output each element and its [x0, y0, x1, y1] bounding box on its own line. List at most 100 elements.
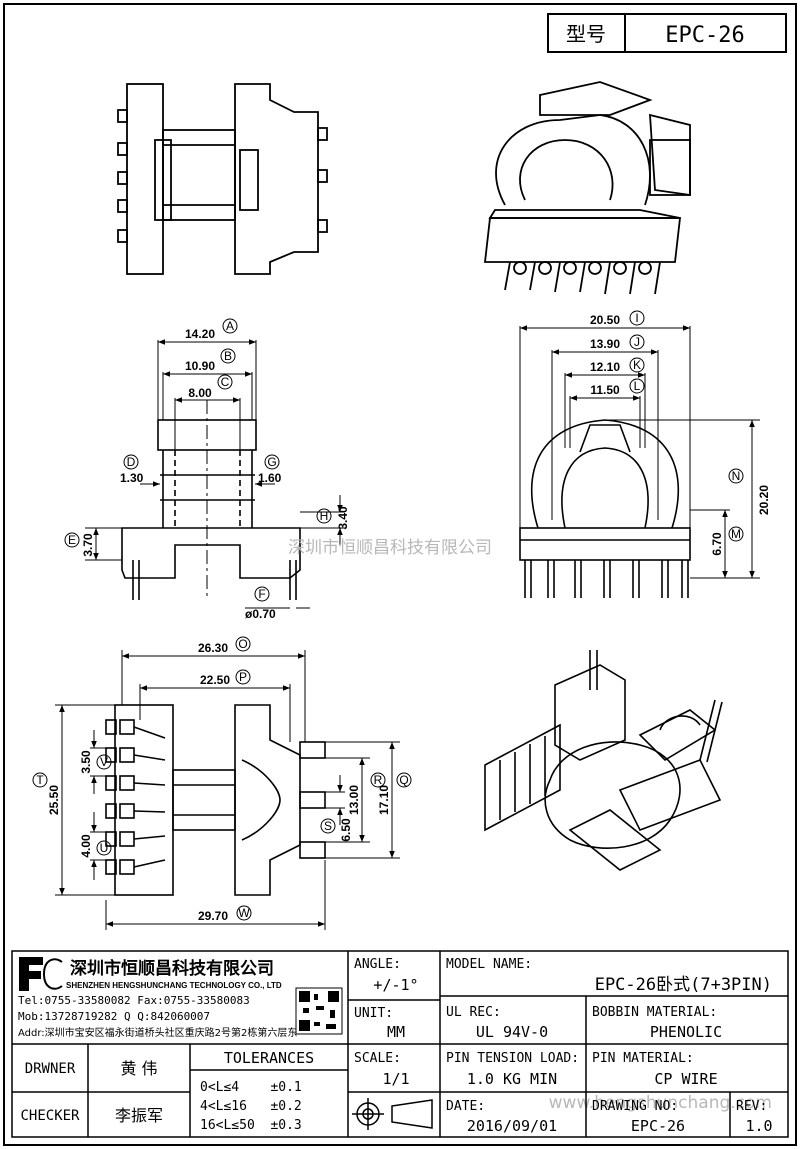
- dim-W: 29.70: [198, 909, 228, 923]
- dim-A: 14.20: [185, 327, 215, 341]
- dim-K: 12.10: [590, 360, 620, 374]
- dim-D: 1.30: [120, 471, 144, 485]
- letter-Q: Q: [399, 773, 408, 787]
- letter-T: T: [36, 773, 44, 787]
- dim-C: 8.00: [188, 386, 212, 400]
- unit-label: UNIT:: [354, 1006, 393, 1021]
- side-view: [117, 83, 328, 275]
- letter-J: J: [634, 335, 640, 349]
- letter-F: F: [258, 587, 265, 601]
- unit-value: MM: [387, 1023, 405, 1041]
- drawer-label: DRWNER: [25, 1061, 76, 1077]
- tolerance-row-2: 4<L≤16 ±0.2: [200, 1099, 302, 1114]
- angle-value: +/-1°: [373, 976, 418, 994]
- ul-label: UL REC:: [446, 1005, 501, 1020]
- angle-label: ANGLE:: [354, 957, 401, 972]
- sheet-border: [3, 3, 797, 1146]
- dim-I: 20.50: [590, 313, 620, 327]
- letter-L: L: [634, 379, 641, 393]
- dim-U: 4.00: [79, 834, 93, 858]
- end-view-pins: [524, 560, 689, 598]
- dim-B: 10.90: [185, 359, 215, 373]
- plan-left-pins: [105, 719, 135, 875]
- dim-E: 3.70: [81, 533, 95, 557]
- watermark-company: 深圳市恒顺昌科技有限公司: [288, 538, 492, 558]
- letter-D: D: [127, 455, 136, 469]
- ul-value: UL 94V-0: [476, 1023, 548, 1041]
- letter-S: S: [324, 819, 332, 833]
- company-logo: [19, 957, 63, 991]
- date-label: DATE:: [446, 1099, 485, 1114]
- letter-A: A: [226, 319, 234, 333]
- isometric-view-top: [483, 81, 691, 295]
- front-view: [121, 400, 301, 600]
- dim-N: 20.20: [757, 485, 771, 515]
- dim-S: 6.50: [339, 818, 353, 842]
- dim-F: ø0.70: [245, 607, 276, 621]
- dimension-labels: 14.20 10.90 8.00 1.30 1.60 3.40 3.70 ø0.…: [47, 313, 771, 923]
- letter-M: M: [731, 527, 741, 541]
- tension-value: 1.0 KG MIN: [467, 1070, 557, 1088]
- tolerance-row-1: 0<L≤4 ±0.1: [200, 1080, 302, 1095]
- date-value: 2016/09/01: [467, 1117, 557, 1135]
- drawing-no-label: DRAWING NO:: [592, 1099, 678, 1114]
- letter-E: E: [68, 533, 76, 547]
- pin-label: PIN MATERIAL:: [592, 1051, 694, 1066]
- letter-G: G: [267, 455, 276, 469]
- scale-label: SCALE:: [354, 1051, 401, 1066]
- rev-value: 1.0: [745, 1117, 772, 1135]
- reference-letters: A B C D G H E F I J K L N M O P V T U W …: [32, 310, 744, 921]
- company-mob: Mob:13728719282 Q Q:842060007: [18, 1010, 210, 1023]
- dim-O: 26.30: [198, 641, 228, 655]
- letter-N: N: [732, 469, 741, 483]
- dimension-lines: [55, 325, 760, 930]
- plan-view: [105, 704, 326, 896]
- type-label: 型号: [566, 22, 606, 46]
- letter-R: R: [374, 773, 383, 787]
- letter-U: U: [100, 841, 109, 855]
- dim-H: 3.40: [336, 506, 350, 530]
- projection-symbol-icon: [352, 1098, 433, 1130]
- type-header: 型号 EPC-26: [547, 13, 787, 53]
- tolerances-title: TOLERANCES: [224, 1049, 314, 1067]
- checker-label: CHECKER: [20, 1108, 80, 1124]
- dim-G: 1.60: [258, 471, 282, 485]
- dim-J: 13.90: [590, 337, 620, 351]
- company-name-en: SHENZHEN HENGSHUNCHANG TECHNOLOGY CO., L…: [66, 981, 282, 990]
- letter-W: W: [238, 906, 250, 920]
- pin-value: CP WIRE: [654, 1070, 717, 1088]
- scale-value: 1/1: [382, 1070, 409, 1088]
- tension-label: PIN TENSION LOAD:: [446, 1051, 579, 1066]
- title-block: 深圳市恒顺昌科技有限公司 SHENZHEN HENGSHUNCHANG TECH…: [11, 950, 789, 1138]
- dim-Q: 17.10: [377, 785, 391, 815]
- dim-L: 11.50: [590, 383, 620, 397]
- bobbin-label: BOBBIN MATERIAL:: [592, 1005, 717, 1020]
- end-view: [519, 419, 691, 598]
- dim-P: 22.50: [200, 673, 230, 687]
- qr-code-icon: [295, 987, 343, 1035]
- letter-V: V: [100, 755, 108, 769]
- company-name-cn: 深圳市恒顺昌科技有限公司: [70, 958, 274, 979]
- company-tel: Tel:0755-33580082 Fax:0755-33580083: [18, 994, 250, 1007]
- dim-M: 6.70: [710, 532, 724, 556]
- letter-H: H: [320, 509, 329, 523]
- letter-I: I: [635, 311, 638, 325]
- dim-R: 13.00: [347, 785, 361, 815]
- drawer-value: 黄 伟: [120, 1059, 157, 1078]
- iso-pins: [504, 261, 661, 295]
- model-label: MODEL NAME:: [446, 957, 532, 972]
- company-addr: Addr:深圳市宝安区福永街道桥头社区重庆路2号第2栋第六层东: [18, 1026, 297, 1039]
- drawing-no-value: EPC-26: [631, 1117, 685, 1135]
- tolerance-row-3: 16<L≤50 ±0.3: [200, 1118, 302, 1133]
- letter-B: B: [224, 349, 232, 363]
- isometric-view-bottom: [484, 650, 723, 871]
- letter-C: C: [221, 375, 230, 389]
- checker-value: 李振军: [115, 1106, 163, 1125]
- type-value: EPC-26: [665, 23, 744, 48]
- rev-label: REV:: [736, 1099, 767, 1114]
- dim-V: 3.50: [79, 750, 93, 774]
- dim-T: 25.50: [47, 785, 61, 815]
- bobbin-value: PHENOLIC: [650, 1023, 722, 1041]
- watermark-url: www.hengshunchang.com: [549, 1093, 772, 1113]
